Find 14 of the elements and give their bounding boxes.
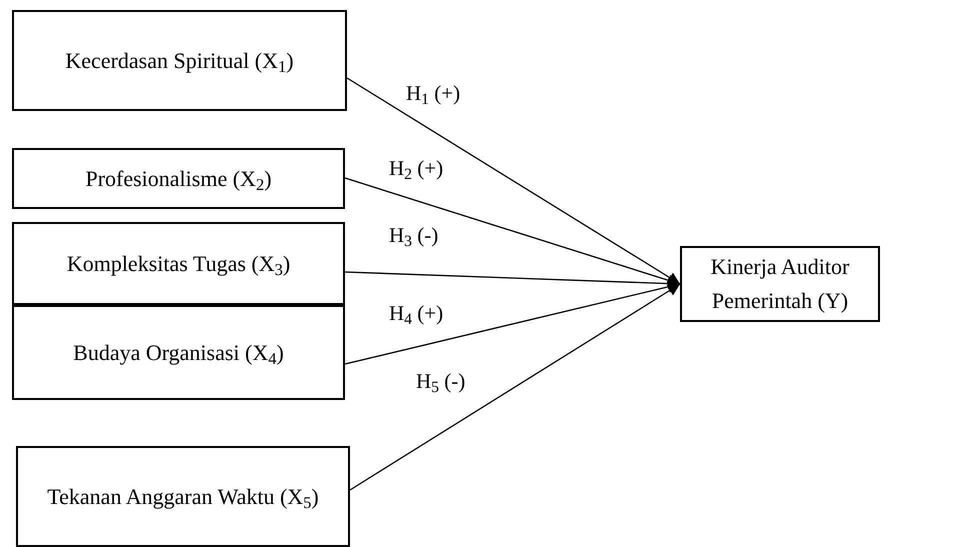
- variable-box: [12, 305, 345, 400]
- arrow: [350, 283, 680, 491]
- arrow: [346, 77, 680, 285]
- variable-box: [12, 222, 345, 305]
- variable-box: [12, 10, 347, 111]
- variable-label: Kecerdasan Spiritual (X$_{1}$): [65, 46, 294, 78]
- variable-label: Kinerja Auditor Pemerintah (Y): [710, 253, 850, 315]
- variable-box: [12, 148, 345, 209]
- variable-label: Tekanan Anggaran Waktu (X$_{5}$): [47, 482, 319, 514]
- variable-label: Kompleksitas Tugas (X$_{3}$): [66, 250, 290, 280]
- variable-label: Budaya Organisasi (X$_{4}$): [73, 338, 284, 370]
- variable-box: [680, 246, 880, 322]
- variable-box: [16, 446, 350, 547]
- variable-label: Profesionalisme (X$_{2}$): [85, 164, 272, 196]
